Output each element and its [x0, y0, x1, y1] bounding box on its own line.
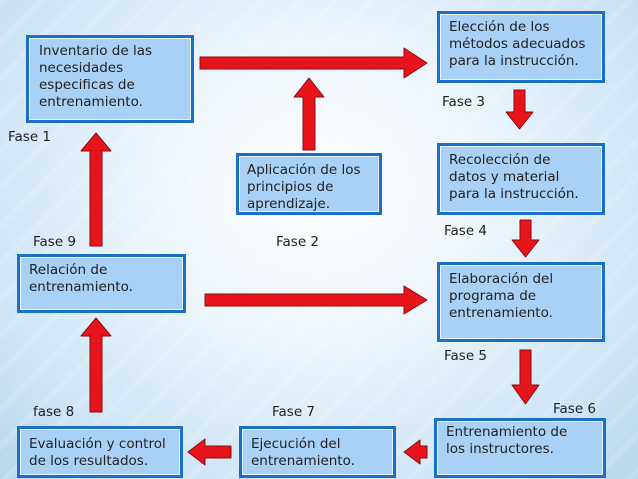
phase-label-3: Fase 3 [442, 94, 486, 110]
box-relacion: Relación de entrenamiento. [17, 254, 186, 313]
arrow-left-bottom-left [187, 438, 232, 466]
phase-label-7: Fase 7 [272, 404, 316, 420]
phase-label-6: Fase 6 [553, 401, 597, 417]
arrow-left-bottom-right [403, 439, 428, 465]
arrow-down-3 [511, 349, 540, 405]
phase-label-5: Fase 5 [444, 348, 488, 364]
box-evaluacion: Evaluación y control de los resultados. [17, 426, 183, 478]
box-eleccion: Elección de los métodos adecuados para l… [437, 11, 605, 83]
phase-label-8: fase 8 [33, 404, 75, 420]
arrow-down-2 [511, 219, 540, 258]
arrow-up-left-upper [80, 132, 112, 247]
phase-label-9: Fase 9 [33, 234, 77, 250]
phase-label-2: Fase 2 [276, 234, 320, 250]
arrow-right-top [199, 47, 428, 79]
arrow-up-left-lower [80, 317, 112, 413]
arrow-right-middle [204, 285, 428, 315]
phase-label-4: Fase 4 [444, 223, 488, 239]
phase-label-1: Fase 1 [8, 129, 52, 145]
arrow-up-center [293, 77, 325, 151]
box-elaboracion: Elaboración del programa de entrenamient… [437, 262, 605, 342]
box-ejecucion: Ejecución del entrenamiento. [239, 426, 396, 478]
box-inventario: Inventario de las necesidades especifica… [26, 35, 194, 123]
box-recoleccion: Recolección de datos y material para la … [437, 143, 605, 215]
box-aplicacion: Aplicación de los principios de aprendiz… [236, 153, 382, 215]
arrow-down-1 [505, 89, 534, 130]
box-entrenamiento: Entrenamiento de los instructores. [434, 418, 606, 478]
